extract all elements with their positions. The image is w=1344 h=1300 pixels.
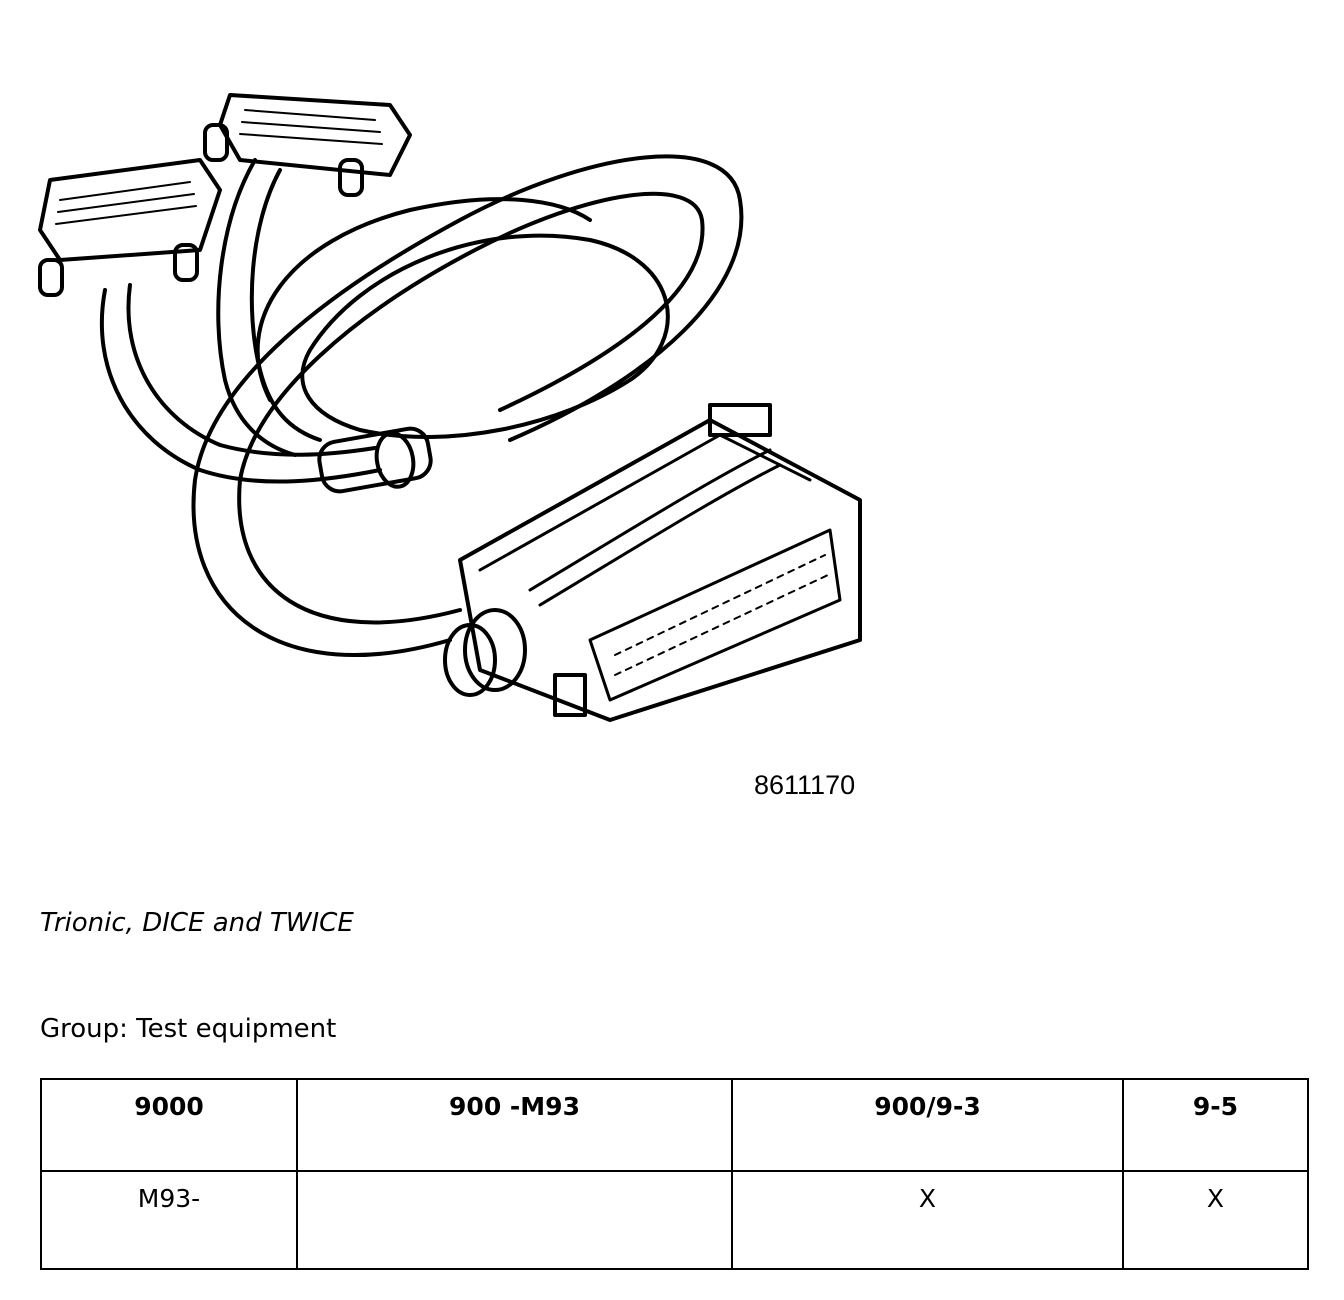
document-subtitle: Trionic, DICE and TWICE xyxy=(40,908,354,938)
db-connector-top xyxy=(203,93,412,197)
table-header-cell: 900 -M93 xyxy=(296,1078,733,1172)
cable-loop-inner-2 xyxy=(255,197,592,402)
compatibility-table: 9000 900 -M93 900/9-3 9-5 M93- X X xyxy=(40,1078,1309,1270)
table-cell xyxy=(296,1170,733,1270)
table-header-row: 9000 900 -M93 900/9-3 9-5 xyxy=(40,1078,1309,1172)
table-cell: X xyxy=(731,1170,1124,1270)
cable-sleeve xyxy=(317,426,433,494)
table-header-cell: 9-5 xyxy=(1122,1078,1309,1172)
cable-loop-outer-inner xyxy=(237,191,705,625)
table-header-cell: 900/9-3 xyxy=(731,1078,1124,1172)
cable-harness-illustration xyxy=(30,50,880,730)
cable-loop-outer xyxy=(191,154,744,657)
cable-to-connector-1-b xyxy=(126,283,377,457)
table-cell: M93- xyxy=(40,1170,298,1270)
group-line: Group: Test equipment xyxy=(40,1014,337,1044)
cable-sleeve-ring xyxy=(374,431,416,489)
part-number: 8611170 xyxy=(754,770,856,800)
table-row: M93- X X xyxy=(40,1170,1309,1270)
db-connector-left xyxy=(38,158,222,297)
ecu-connector xyxy=(443,403,862,722)
table-header-cell: 9000 xyxy=(40,1078,298,1172)
cable-loop-inner xyxy=(300,233,670,439)
cable-to-connector-2 xyxy=(216,158,297,457)
cable-to-connector-2-b xyxy=(249,168,322,442)
table-cell: X xyxy=(1122,1170,1309,1270)
